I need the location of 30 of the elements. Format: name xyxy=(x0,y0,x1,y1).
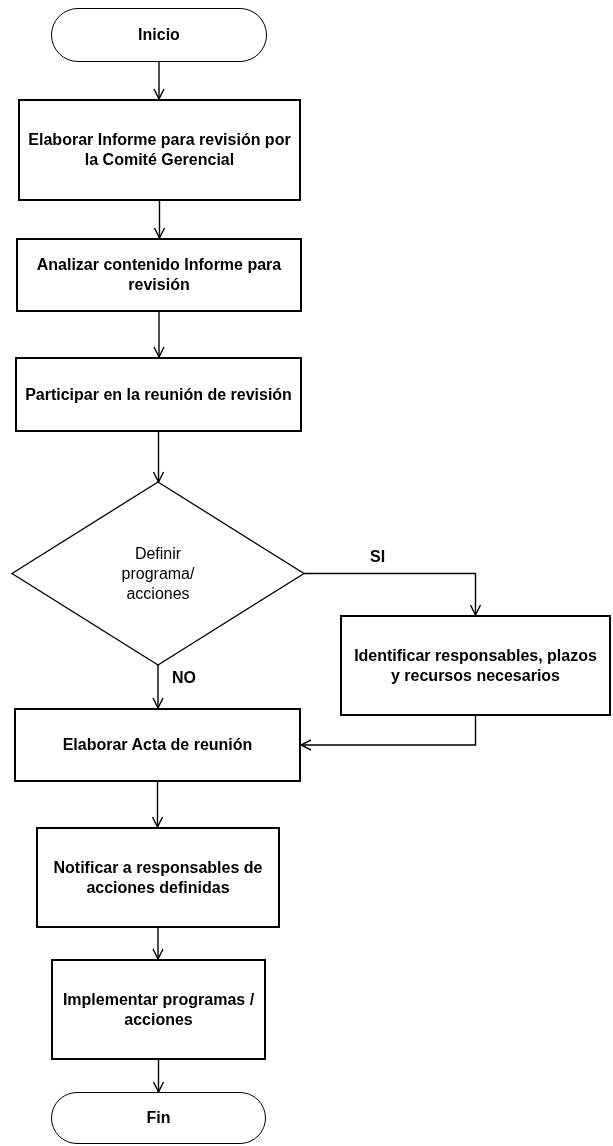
arrow xyxy=(152,1059,165,1093)
node-text: Participar en la reunión de revisión xyxy=(25,384,292,405)
node-text: Elaborar Acta de reunión xyxy=(62,735,253,755)
process-box xyxy=(36,827,280,928)
arrow xyxy=(303,572,482,616)
node-text: Definir programa/ acciones xyxy=(120,543,196,604)
terminal-pill xyxy=(51,1092,266,1144)
arrow xyxy=(300,715,477,751)
terminal-pill xyxy=(51,8,267,62)
arrow xyxy=(152,664,164,709)
arrow xyxy=(151,781,164,828)
node-text: Notificar a responsables de acciones definidas xyxy=(52,857,264,898)
process-box xyxy=(51,959,266,1060)
node-text: Elaborar Informe para revisión por la Comité Gerencial xyxy=(28,130,291,170)
process-box xyxy=(14,708,301,782)
arrow xyxy=(152,431,165,483)
node-text: Inicio xyxy=(138,25,180,45)
node-text: Identificar responsables, plazos y recursos necesarios xyxy=(353,645,598,686)
arrow xyxy=(152,927,164,960)
process-box xyxy=(16,238,302,312)
node-text: Fin xyxy=(146,1108,171,1128)
node-text: Implementar programas / acciones xyxy=(61,989,256,1030)
process-box xyxy=(340,615,611,716)
arrow xyxy=(153,200,166,239)
arrow xyxy=(153,311,165,358)
node-text: Analizar contenido Informe para revisión xyxy=(35,255,283,295)
arrow xyxy=(153,61,165,100)
decision-diamond xyxy=(10,481,306,666)
process-box xyxy=(18,99,301,201)
process-box xyxy=(15,357,302,432)
